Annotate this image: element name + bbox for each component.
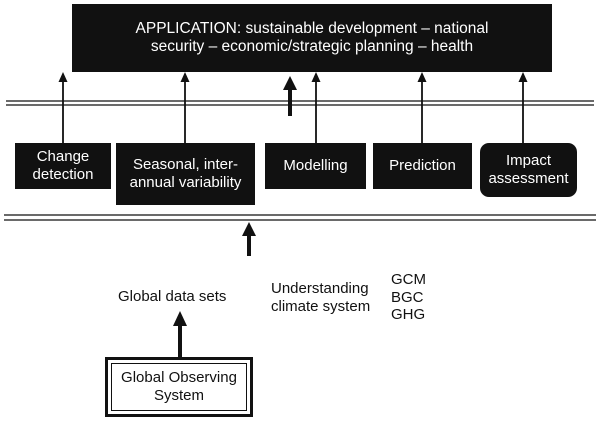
observing-system-line-1: Global Observing — [121, 369, 237, 387]
impact-assessment-box: Impact assessment — [480, 143, 577, 197]
application-box: APPLICATION: sustainable development – n… — [72, 4, 552, 72]
global-data-sets-label: Global data sets — [118, 288, 227, 305]
change-detection-line-1: Change — [36, 148, 90, 166]
impact-assessment-line-2: assessment — [488, 170, 569, 187]
arrow-impact-to-application — [518, 72, 528, 143]
seasonal-variability-line-1: Seasonal, inter- — [132, 156, 239, 174]
understanding-climate-label: Understanding climate system — [271, 280, 370, 315]
bold-arrow-lower — [242, 222, 256, 256]
acronym-ghg: GHG — [391, 306, 426, 324]
acronym-gcm: GCM — [391, 271, 426, 288]
arrow-seasonal-to-application — [180, 72, 190, 143]
arrow-modelling-to-application — [311, 72, 321, 143]
modelling-label: Modelling — [283, 157, 348, 175]
global-observing-system-inner: Global Observing System — [111, 363, 247, 411]
change-detection-box: Change detection — [15, 143, 111, 189]
impact-assessment-line-1: Impact — [505, 152, 551, 170]
global-observing-system-box: Global Observing System — [105, 357, 253, 417]
modelling-box: Modelling — [265, 143, 366, 189]
arrow-change-to-application — [58, 72, 68, 143]
prediction-box: Prediction — [373, 143, 472, 189]
change-detection-line-2: detection — [32, 166, 94, 183]
arrow-prediction-to-application — [417, 72, 427, 143]
seasonal-variability-box: Seasonal, inter- annual variability — [116, 143, 255, 205]
understanding-line-1: Understanding — [271, 280, 369, 297]
seasonal-variability-line-2: annual variability — [129, 174, 242, 191]
observing-system-line-2: System — [153, 387, 204, 404]
model-acronyms: GCM BGC GHG — [391, 271, 426, 324]
acronym-bgc: BGC — [391, 288, 424, 306]
bold-arrow-observing-to-data — [173, 311, 187, 358]
prediction-label: Prediction — [389, 157, 456, 175]
application-line-2: security – economic/strategic planning –… — [150, 38, 474, 55]
application-line-1: APPLICATION: sustainable development – n… — [135, 19, 489, 37]
understanding-line-2: climate system — [271, 297, 371, 315]
bold-arrow-upper — [283, 76, 297, 116]
